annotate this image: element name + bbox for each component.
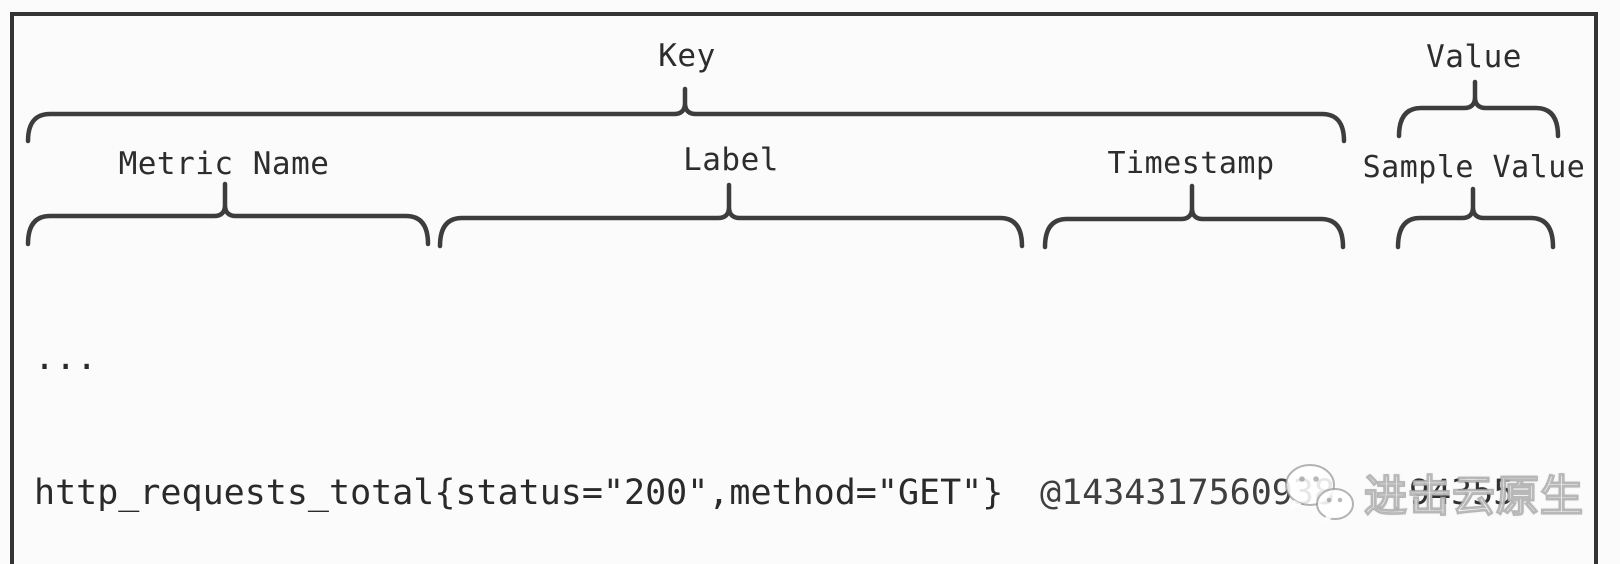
sample-value: 94355: [1409, 473, 1515, 513]
wechat-icon: [1285, 464, 1354, 523]
sample-value-annotation-label: Sample Value: [1362, 150, 1586, 185]
sample-value-brace: [1395, 186, 1556, 250]
value-annotation-label: Value: [1426, 39, 1522, 75]
sample-rows: ... http_requests_total{status="200",met…: [34, 246, 1514, 564]
diagram-border: [10, 12, 1598, 564]
value-brace: [1396, 79, 1561, 139]
watermark-text: 进击云原生: [1363, 471, 1584, 522]
ellipsis-row: ...: [34, 336, 1514, 381]
timestamp-brace: [1042, 183, 1346, 250]
ellipsis: ...: [34, 338, 98, 378]
series-key: http_requests_total{status="200",method=…: [34, 473, 1004, 513]
metric-name-annotation-label: Metric Name: [118, 146, 330, 182]
key-brace: [25, 86, 1347, 144]
key-annotation-label: Key: [658, 38, 716, 74]
label-annotation-label: Label: [683, 142, 779, 178]
timestamp-annotation-label: Timestamp: [1107, 146, 1275, 181]
sample-row: http_requests_total{status="200",method=…: [34, 471, 1514, 516]
metric-name-brace: [25, 181, 431, 247]
watermark: 进击云原生: [1282, 462, 1584, 524]
label-brace: [437, 182, 1025, 249]
